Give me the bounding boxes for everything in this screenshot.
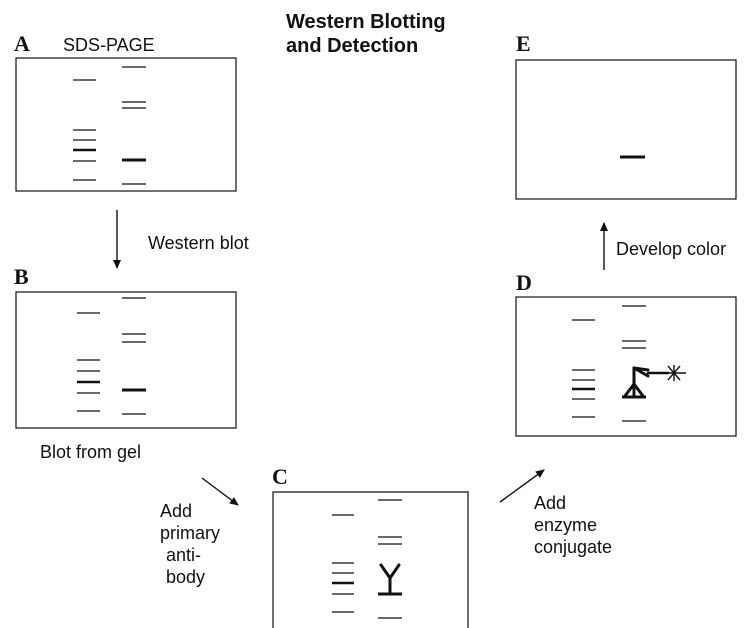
step-primary-antibody-line-3: anti- — [166, 545, 202, 565]
arrow-c-to-d — [499, 469, 545, 503]
panel-a-letter: A — [14, 31, 30, 56]
step-primary-antibody-line-2: primary — [160, 523, 221, 543]
panel-d-bands — [572, 305, 646, 422]
panel-c-membrane — [272, 491, 469, 628]
arrow-b-to-c — [201, 477, 239, 506]
panel-d-letter: D — [516, 270, 532, 295]
primary-antibody-icon — [379, 563, 401, 594]
step-enzyme-conjugate-line-1: Add — [534, 493, 567, 513]
panel-b-membrane — [15, 291, 237, 429]
step-primary-antibody-line-4: body — [166, 567, 206, 587]
panel-c-letter: C — [272, 464, 288, 489]
panel-c-bands — [332, 499, 402, 619]
step-develop-color-label: Develop color — [616, 239, 727, 259]
panel-b-caption: Blot from gel — [40, 442, 142, 462]
panel-a-frame — [15, 57, 237, 192]
step-western-blot-label: Western blot — [148, 233, 249, 253]
panel-a-gel — [15, 57, 237, 192]
panel-d-membrane — [515, 296, 737, 437]
panel-a-bands — [73, 66, 146, 185]
title-line-2: and Detection — [286, 35, 419, 57]
enzyme-star-icon — [662, 365, 686, 381]
step-enzyme-conjugate-line-3: conjugate — [534, 537, 613, 557]
panel-e-letter: E — [516, 31, 531, 56]
panel-d-frame — [515, 296, 737, 437]
panel-b-frame — [15, 291, 237, 429]
title-line-1: Western Blotting — [286, 11, 446, 33]
panel-b-bands — [77, 297, 146, 415]
panel-c-frame — [272, 491, 469, 628]
panel-a-caption: SDS-PAGE — [63, 35, 155, 55]
step-primary-antibody-line-1: Add — [160, 501, 193, 521]
panel-b-letter: B — [14, 264, 29, 289]
step-enzyme-conjugate-line-2: enzyme — [534, 515, 598, 535]
panel-e-membrane — [515, 59, 737, 200]
panel-e-frame — [515, 59, 737, 200]
antibody-enzyme-complex-icon — [623, 366, 670, 398]
